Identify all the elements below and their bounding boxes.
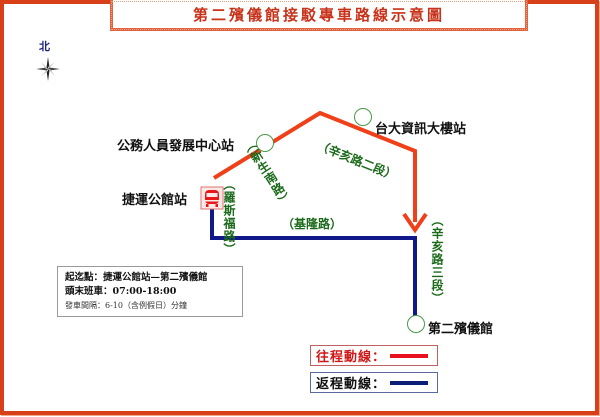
map-title: 第二殯儀館接駁專車路線示意圖	[192, 5, 445, 24]
return-route-line	[210, 188, 417, 318]
compass-rose-icon	[36, 57, 60, 81]
stop-circle-ntu-csie	[354, 108, 372, 126]
road-label-keelung: （基隆路）	[282, 217, 343, 231]
station-label-civil-service: 公務人員發展中心站	[117, 139, 235, 154]
service-hours: 頭末班車：07:00-18:00	[65, 286, 177, 297]
legend-return-swatch	[390, 380, 429, 385]
road-label-roosevelt: （羅斯福路）	[222, 178, 236, 256]
service-info-box: 起迄點：捷運公館站—第二殯儀館 頭末班車：07:00-18:00 發車間隔：6-…	[57, 266, 243, 317]
departure-interval: 發車間隔：6-10（含例假日）分鐘	[65, 301, 187, 310]
station-label-second-funeral-parlor: 第二殯儀館	[428, 322, 494, 337]
station-label-gongguan-mrt: 捷運公館站	[122, 193, 188, 208]
route-endpoints: 起迄點：捷運公館站—第二殯儀館	[65, 272, 208, 283]
arrow-head-icon	[402, 212, 428, 234]
legend-outbound-swatch	[390, 353, 429, 358]
title-banner: 第二殯儀館接駁專車路線示意圖	[110, 0, 528, 31]
station-label-ntu-csie: 台大資訊大樓站	[375, 122, 467, 137]
metro-train-icon	[200, 186, 224, 210]
north-label: 北	[39, 40, 50, 53]
legend-return-label: 返程動線：	[316, 377, 387, 392]
stop-circle-funeral-parlor	[407, 315, 425, 333]
legend-outbound-label: 往程動線：	[316, 350, 387, 365]
road-label-xinhai-3: （辛亥路三段）	[430, 214, 444, 305]
stop-circle-civil-service	[256, 134, 274, 152]
legend-return: 返程動線：	[310, 372, 438, 393]
legend-outbound: 往程動線：	[310, 345, 438, 366]
